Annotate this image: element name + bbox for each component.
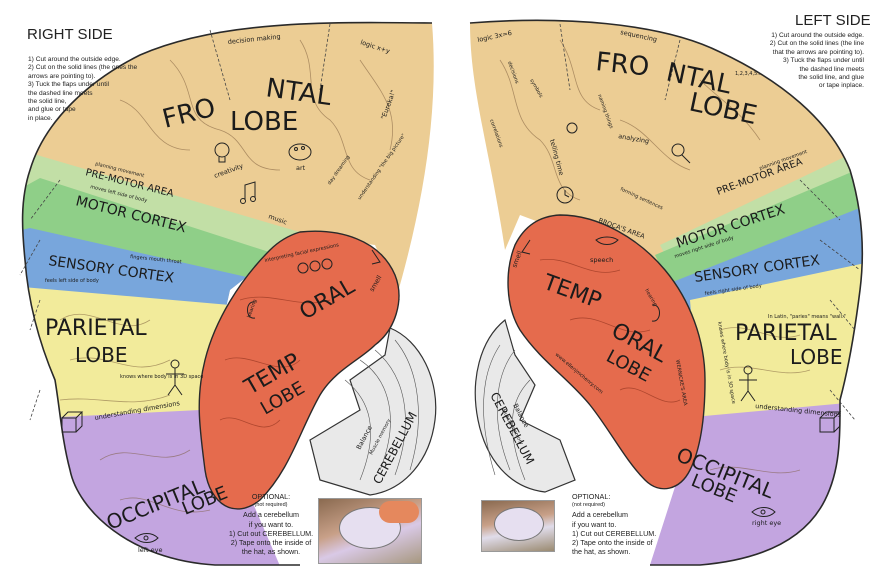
left-instruction-line: 2) Cut on the solid lines (the line <box>770 40 864 48</box>
optional-line: OPTIONAL: <box>216 492 326 501</box>
right-instruction-line: 3) Tuck the flaps under until <box>28 81 137 89</box>
right-hat-photo <box>318 498 422 564</box>
optional-line: if you want to. <box>572 520 682 529</box>
left-instructions: 1) Cut around the outside edge. 2) Cut o… <box>770 32 864 91</box>
optional-line: 1) Cut out CEREBELLUM. <box>216 529 326 538</box>
photo-finger-shape <box>379 501 419 523</box>
optional-line: if you want to. <box>216 520 326 529</box>
left-parietal-label-1: PARIETAL <box>735 321 837 346</box>
right-instruction-line: arrows are pointing to). <box>28 73 137 81</box>
left-hat-photo <box>481 500 555 552</box>
left-parietal-label-2: LOBE <box>790 345 843 369</box>
right-instruction-line: and glue or tape <box>28 106 137 114</box>
left-instruction-line: the dashed line meets <box>770 66 864 74</box>
optional-line: (not required) <box>216 501 326 510</box>
left-right-eye-label: right eye <box>752 519 781 527</box>
left-instruction-line: or tape inplace. <box>770 82 864 90</box>
optional-line: 2) Tape onto the inside of <box>572 538 682 547</box>
optional-line: the hat, as shown. <box>572 547 682 556</box>
optional-line: Add a cerebellum <box>216 510 326 519</box>
optional-line: Add a cerebellum <box>572 510 682 519</box>
optional-line: OPTIONAL: <box>572 492 682 501</box>
right-knows-label: knows where body is in 3D space <box>120 374 203 380</box>
right-parietal-label-1: PARIETAL <box>45 316 147 341</box>
right-instruction-line: the dashed line meets <box>28 90 137 98</box>
right-parietal-label-2: LOBE <box>75 343 128 367</box>
right-instruction-line: the solid line, <box>28 98 137 106</box>
left-optional-note: OPTIONAL: (not required) Add a cerebellu… <box>572 492 682 556</box>
left-side-title: LEFT SIDE <box>795 12 871 29</box>
photo-cerebellum-shape <box>494 507 544 541</box>
left-latin-label: In Latin, "paries" means "wall." <box>768 314 846 320</box>
optional-line: the hat, as shown. <box>216 547 326 556</box>
right-instructions: 1) Cut around the outside edge. 2) Cut o… <box>28 56 137 123</box>
right-optional-note: OPTIONAL: (not required) Add a cerebellu… <box>216 492 326 556</box>
right-instruction-line: in place. <box>28 115 137 123</box>
left-numbers-label: 1,2,3,4,5... <box>735 71 762 77</box>
left-instruction-line: that the arrows are pointing to). <box>770 49 864 57</box>
right-instruction-line: 1) Cut around the outside edge. <box>28 56 137 64</box>
right-feel-label: feels left side of body <box>45 278 99 284</box>
left-instruction-line: 3) Tuck the flaps under until <box>770 57 864 65</box>
right-side-title: RIGHT SIDE <box>27 26 113 43</box>
left-frontal-label-1: FRO <box>594 47 650 82</box>
left-instruction-line: the solid line, and glue <box>770 74 864 82</box>
right-art-label: art <box>296 164 306 172</box>
right-instruction-line: 2) Cut on the solid lines (the ones the <box>28 64 137 72</box>
optional-line: 1) Cut out CEREBELLUM. <box>572 529 682 538</box>
optional-line: 2) Tape onto the inside of <box>216 538 326 547</box>
right-frontal-label-3: LOBE <box>230 107 298 137</box>
left-speech-label: speech <box>590 256 613 264</box>
right-left-eye-label: left eye <box>138 546 162 554</box>
optional-line: (not required) <box>572 501 682 510</box>
left-instruction-line: 1) Cut around the outside edge. <box>770 32 864 40</box>
